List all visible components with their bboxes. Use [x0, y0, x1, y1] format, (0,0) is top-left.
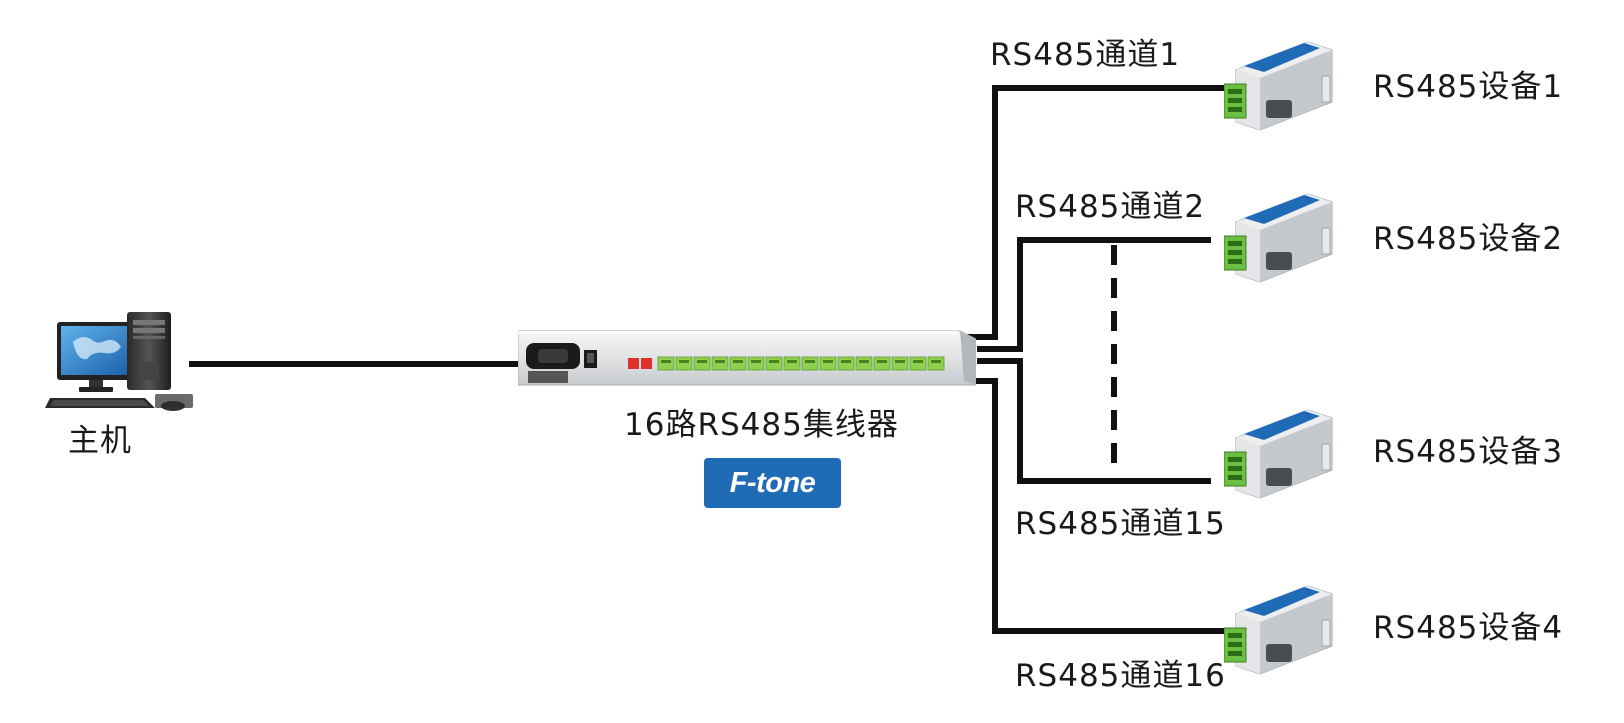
- channel-15-wire: [977, 358, 1211, 484]
- host-computer-icon: [45, 312, 193, 411]
- device-2-label: RS485设备2: [1373, 221, 1564, 257]
- channel-1-label: RS485通道1: [990, 37, 1181, 73]
- hub-label: 16路RS485集线器: [624, 407, 899, 443]
- rs485-device-4-icon: [1224, 585, 1333, 675]
- channel-2-wire: [977, 237, 1211, 352]
- channel-16-wire: [967, 378, 1231, 634]
- rs485-device-1-icon: [1224, 41, 1333, 131]
- channel-15-label: RS485通道15: [1015, 506, 1226, 542]
- rs485-device-3-icon: [1224, 409, 1333, 499]
- host-label: 主机: [68, 423, 132, 459]
- rs485-device-2-icon: [1224, 193, 1333, 283]
- rs485-hub-device: [518, 330, 976, 386]
- device-4-label: RS485设备4: [1373, 610, 1564, 646]
- channel-1-wire: [967, 85, 1231, 340]
- channel-16-label: RS485通道16: [1015, 658, 1226, 694]
- brand-logo: F-tone: [704, 458, 841, 508]
- channel-2-label: RS485通道2: [1015, 189, 1206, 225]
- device-3-label: RS485设备3: [1373, 434, 1564, 470]
- device-1-label: RS485设备1: [1373, 69, 1564, 105]
